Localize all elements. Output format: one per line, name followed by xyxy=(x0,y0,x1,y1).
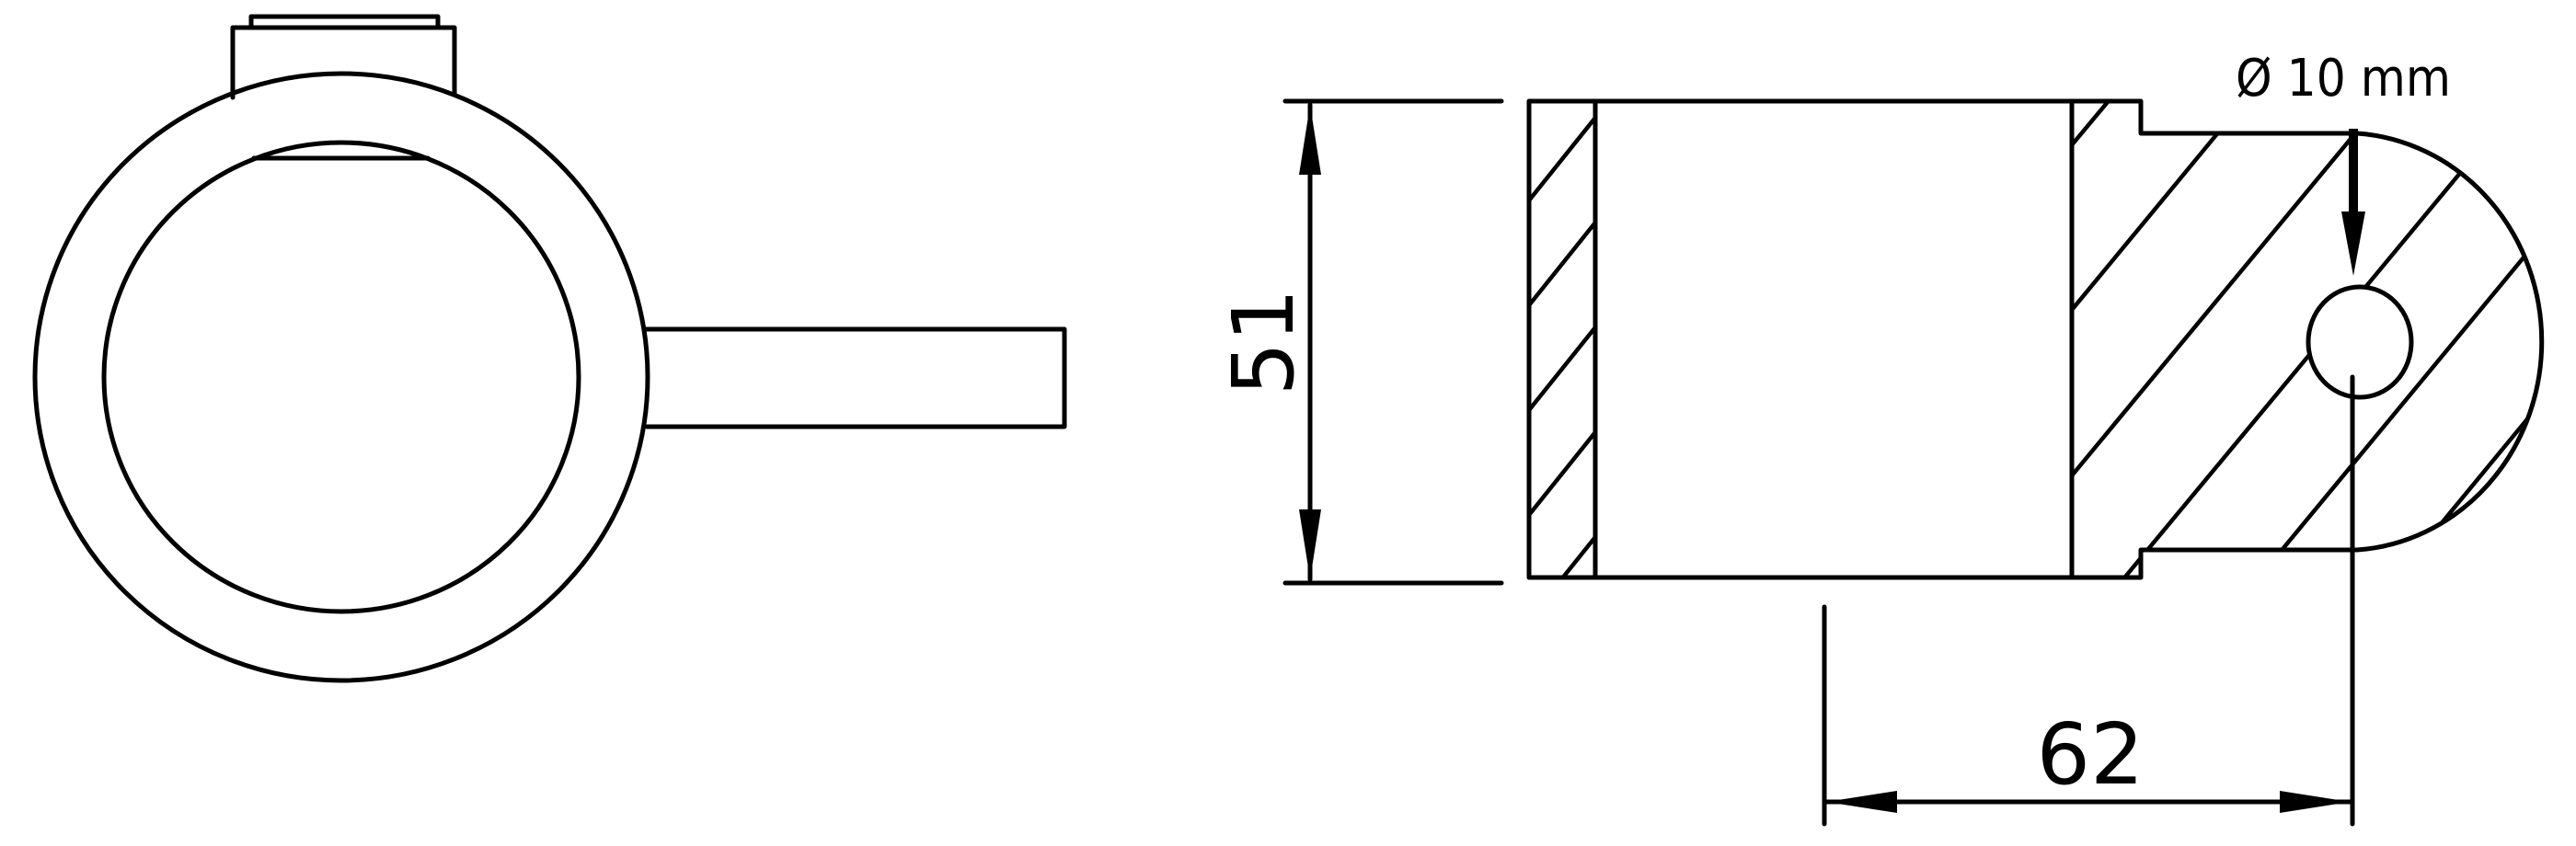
hole-diameter-label: Ø 10 mm xyxy=(2236,49,2451,109)
dimension-height-label: 51 xyxy=(1214,288,1313,395)
left-wall-hatch xyxy=(1529,116,1595,577)
section-outline-bottom xyxy=(1526,547,2360,580)
section-outline-left xyxy=(1526,98,2360,580)
arrow-up-icon xyxy=(1299,105,1321,175)
arrow-left-icon xyxy=(1826,791,1897,813)
dimension-offset-label: 62 xyxy=(2036,705,2144,804)
arrow-right-icon xyxy=(2280,791,2351,813)
lug-hole xyxy=(2306,284,2414,400)
boss-cap xyxy=(248,14,441,30)
arrow-down-icon xyxy=(1299,509,1321,579)
inner-ring xyxy=(101,140,581,614)
side-lug xyxy=(644,326,1067,429)
outer-ring xyxy=(32,71,650,683)
section-view: 51 Ø 10 mm xyxy=(1214,49,2545,827)
leader-arrow-icon xyxy=(2341,212,2365,276)
front-view xyxy=(32,14,1067,683)
boss-body xyxy=(230,25,457,100)
lug-rounded-end xyxy=(2354,131,2545,553)
